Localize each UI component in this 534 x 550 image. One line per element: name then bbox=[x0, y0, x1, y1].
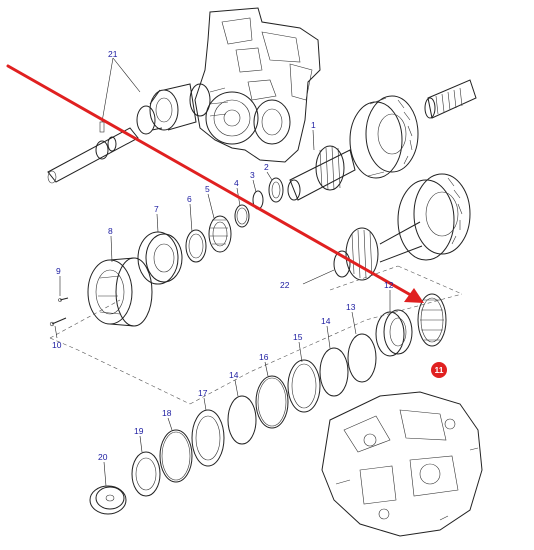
part-18-ring bbox=[159, 429, 193, 483]
label-part-19: 19 bbox=[134, 426, 144, 436]
part-14-ring-upper bbox=[319, 347, 349, 397]
leader-lines bbox=[54, 57, 391, 487]
assembly-dashed-lines bbox=[49, 265, 463, 405]
label-part-20: 20 bbox=[98, 452, 108, 462]
label-part-12: 12 bbox=[384, 280, 394, 290]
part-22-gear bbox=[333, 173, 471, 281]
part-1-gear-shaft bbox=[287, 95, 419, 201]
callout-labels: 21 1 2 3 4 5 6 7 8 9 10 22 12 13 14 15 1… bbox=[52, 49, 447, 462]
part-13-ring bbox=[347, 333, 377, 383]
label-part-11: 11 bbox=[435, 365, 444, 375]
label-part-4: 4 bbox=[234, 178, 239, 188]
part-19-ring bbox=[131, 451, 161, 497]
part-9-pin bbox=[58, 297, 69, 302]
label-part-2: 2 bbox=[264, 162, 269, 172]
label-part-1: 1 bbox=[311, 120, 316, 130]
label-part-14-lower: 14 bbox=[229, 370, 239, 380]
part-8-housing bbox=[87, 257, 153, 327]
label-part-17: 17 bbox=[198, 388, 208, 398]
part-14-ring-lower bbox=[227, 395, 257, 445]
label-part-15: 15 bbox=[293, 332, 303, 342]
part-5-needle-bearing bbox=[208, 215, 232, 253]
highlight-badge-part-11 bbox=[431, 362, 447, 378]
part-12-bearing bbox=[375, 309, 413, 357]
label-part-18: 18 bbox=[162, 408, 172, 418]
lower-transmission-housing bbox=[321, 391, 483, 537]
part-7-bearing bbox=[137, 231, 183, 285]
label-part-8: 8 bbox=[108, 226, 113, 236]
part-4-ring bbox=[234, 204, 250, 228]
part-11-ring-highlighted bbox=[417, 293, 447, 347]
upper-gearbox-housing bbox=[189, 7, 321, 163]
label-part-7: 7 bbox=[154, 204, 159, 214]
part-16-ring bbox=[255, 375, 289, 429]
label-part-16: 16 bbox=[259, 352, 269, 362]
label-part-5: 5 bbox=[205, 184, 210, 194]
part-2-needle-bearing bbox=[268, 177, 284, 203]
label-part-10: 10 bbox=[52, 340, 62, 350]
part-17-ring bbox=[191, 409, 225, 467]
label-part-14-upper: 14 bbox=[321, 316, 331, 326]
part-6-ring bbox=[185, 229, 207, 263]
label-part-3: 3 bbox=[250, 170, 255, 180]
label-part-6: 6 bbox=[187, 194, 192, 204]
part-10-pin bbox=[49, 317, 67, 327]
part-15-ring bbox=[287, 359, 321, 413]
part-21-shaft-assembly bbox=[47, 83, 197, 184]
label-part-9: 9 bbox=[56, 266, 61, 276]
label-part-13: 13 bbox=[346, 302, 356, 312]
label-part-21: 21 bbox=[108, 49, 118, 59]
red-pointer-arrow bbox=[6, 64, 424, 303]
label-part-22: 22 bbox=[280, 280, 290, 290]
output-shaft-end bbox=[424, 79, 477, 119]
part-20-washer bbox=[89, 485, 127, 515]
